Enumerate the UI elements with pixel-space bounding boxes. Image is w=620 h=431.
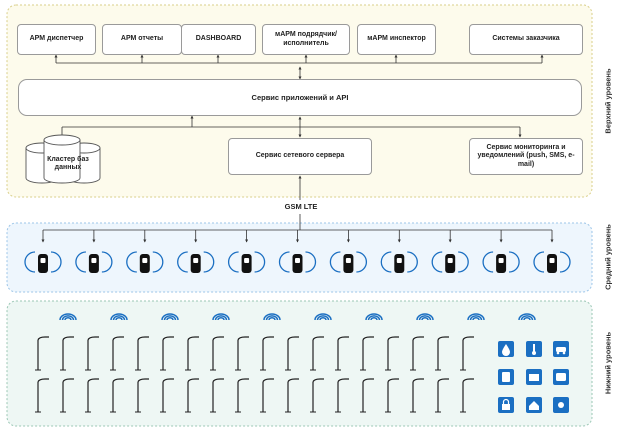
street-lamps — [35, 336, 474, 413]
street-lamp-icon — [385, 378, 399, 413]
street-lamp-icon — [360, 336, 374, 371]
street-lamp-icon — [410, 378, 424, 413]
arm-dispatcher-box: АРМ диспетчер — [17, 24, 96, 55]
street-lamp-icon — [260, 336, 274, 371]
meter-icon — [498, 369, 514, 385]
street-lamp-icon — [435, 336, 449, 371]
street-lamp-icon — [210, 336, 224, 371]
gateway-icon — [380, 251, 418, 273]
wifi-icon — [365, 313, 383, 321]
wifi-icon — [467, 313, 485, 321]
street-lamp-icon — [60, 378, 74, 413]
marm-contractor-box: мАРМ подрядчик/ исполнитель — [262, 24, 350, 55]
street-lamp-icon — [260, 378, 274, 413]
gateway-icon — [482, 251, 520, 273]
api-service-box: Сервис приложений и API — [18, 79, 582, 116]
gateway-icon — [329, 251, 368, 273]
street-lamp-icon — [160, 336, 174, 371]
wifi-icon — [59, 313, 77, 321]
home-icon — [526, 397, 542, 413]
wifi-icon — [416, 313, 434, 321]
water-drop-icon — [498, 341, 514, 357]
street-lamp-icon — [60, 336, 74, 371]
street-lamp-icon — [35, 378, 49, 413]
street-lamp-icon — [285, 336, 299, 371]
wifi-icon — [212, 313, 230, 321]
gateways-row — [24, 251, 571, 273]
street-lamp-icon — [310, 378, 324, 413]
wifi-icon — [314, 313, 332, 321]
bus-icon — [553, 369, 569, 385]
street-lamp-icon — [160, 378, 174, 413]
street-lamp-icon — [85, 378, 99, 413]
street-lamp-icon — [185, 378, 199, 413]
gateway-icon — [24, 251, 62, 273]
street-lamp-icon — [335, 336, 349, 371]
street-lamp-icon — [235, 336, 249, 371]
street-lamp-icon — [435, 378, 449, 413]
bottom-level-label: Нижний уровень — [603, 331, 613, 395]
gateway-icon — [533, 251, 571, 273]
street-lamp-icon — [285, 378, 299, 413]
bottom-level-panel — [6, 300, 593, 427]
street-lamp-icon — [310, 336, 324, 371]
sensor-icons — [498, 341, 569, 413]
wifi-icon — [161, 313, 179, 321]
wifi-icon — [518, 313, 536, 321]
lock-icon — [498, 397, 514, 413]
street-lamp-icon — [335, 378, 349, 413]
street-lamp-icon — [235, 378, 249, 413]
gateway-icon — [227, 251, 266, 273]
street-lamp-icon — [110, 378, 124, 413]
monitoring-box: Сервис мониторинга и уведомлений (push, … — [469, 138, 583, 175]
street-lamp-icon — [360, 378, 374, 413]
street-lamp-icon — [460, 378, 474, 413]
street-lamp-icon — [135, 336, 149, 371]
marm-inspector-box: мАРМ инспектор — [357, 24, 436, 55]
database-icon — [25, 134, 101, 184]
arm-reports-box: АРМ отчеты — [102, 24, 182, 55]
wifi-icon — [263, 313, 281, 321]
db-cluster-label: Кластер баз данных — [47, 156, 89, 172]
thermometer-icon — [526, 341, 542, 357]
wifi-icon — [110, 313, 128, 321]
light-icon — [553, 397, 569, 413]
street-lamp-icon — [85, 336, 99, 371]
network-server-box: Сервис сетевого сервера — [228, 138, 372, 175]
gateway-icon — [126, 251, 164, 273]
container-icon — [526, 369, 542, 385]
middle-level-label: Средний уровень — [603, 224, 613, 290]
gateway-icon — [431, 251, 469, 273]
street-lamp-icon — [110, 336, 124, 371]
customer-systems-box: Системы заказчика — [469, 24, 583, 55]
wifi-row — [59, 313, 536, 321]
street-lamp-icon — [135, 378, 149, 413]
street-lamp-icon — [410, 336, 424, 371]
street-lamp-icon — [210, 378, 224, 413]
top-level-label: Верхний уровень — [603, 68, 613, 134]
gateway-icon — [177, 251, 215, 273]
gateway-icon — [278, 251, 317, 273]
dashboard-box: DASHBOARD — [181, 24, 256, 55]
gsm-lte-label: GSM LTE — [266, 202, 336, 211]
street-lamp-icon — [460, 336, 474, 371]
street-lamp-icon — [185, 336, 199, 371]
gateway-arrows — [41, 230, 554, 243]
street-lamp-icon — [35, 336, 49, 371]
car-icon — [553, 341, 569, 357]
gateway-icon — [75, 251, 113, 273]
street-lamp-icon — [385, 336, 399, 371]
